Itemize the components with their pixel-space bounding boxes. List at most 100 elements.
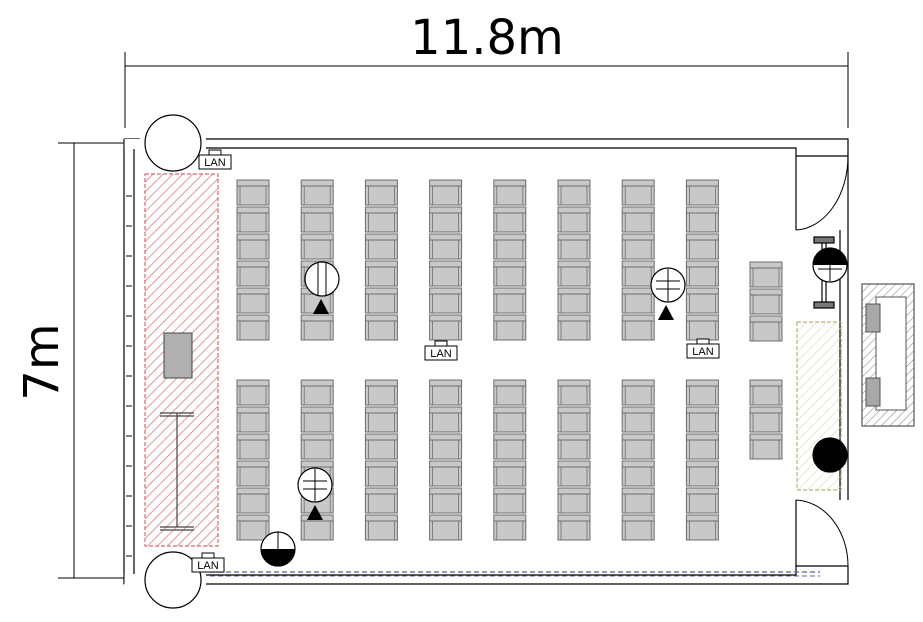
seat [236, 314, 270, 341]
depth-dimension: 7m [14, 142, 125, 579]
seat [364, 206, 398, 233]
door-bottom [795, 499, 849, 567]
seat [685, 379, 719, 406]
seat [236, 379, 270, 406]
seat [429, 314, 463, 341]
room-walls [123, 138, 849, 585]
seat [236, 287, 270, 314]
stage-area [144, 173, 219, 547]
seat [621, 314, 655, 341]
seat [685, 406, 719, 433]
seat [493, 206, 527, 233]
seat [621, 287, 655, 314]
seat [429, 233, 463, 260]
seat [493, 460, 527, 487]
speaker-symbol [304, 261, 340, 297]
depth-label: 7m [14, 323, 70, 400]
speaker-symbol [650, 267, 686, 303]
lectern [163, 332, 193, 379]
seat [557, 206, 591, 233]
lan-outlet: LAN [191, 552, 225, 573]
seat [685, 433, 719, 460]
seat [749, 433, 783, 460]
screen-stand [160, 412, 194, 531]
seat [493, 287, 527, 314]
seat [300, 179, 334, 206]
seat [493, 179, 527, 206]
seat [749, 261, 783, 288]
seat [685, 514, 719, 541]
lan-outlets: LAN LAN LAN LAN [191, 149, 720, 573]
seat [236, 233, 270, 260]
seat [493, 514, 527, 541]
width-label: 11.8m [410, 10, 564, 66]
seat [364, 233, 398, 260]
seat [685, 233, 719, 260]
seat [621, 206, 655, 233]
seat [685, 314, 719, 341]
seat [685, 260, 719, 287]
seat [364, 406, 398, 433]
seat [300, 406, 334, 433]
seat [557, 179, 591, 206]
seat [493, 260, 527, 287]
seat [429, 487, 463, 514]
seat [621, 179, 655, 206]
seat [557, 433, 591, 460]
seat [300, 314, 334, 341]
seat [429, 514, 463, 541]
seat [557, 487, 591, 514]
seat [749, 379, 783, 406]
seat [621, 260, 655, 287]
speaker-symbol [297, 467, 333, 503]
seat [557, 287, 591, 314]
seat [236, 260, 270, 287]
seat [557, 514, 591, 541]
seat [749, 406, 783, 433]
projector-marker [658, 305, 674, 320]
door-top [795, 155, 849, 231]
seat [621, 460, 655, 487]
seat [236, 514, 270, 541]
seat [429, 179, 463, 206]
seat [364, 379, 398, 406]
seat [621, 406, 655, 433]
seat [557, 233, 591, 260]
seat [557, 379, 591, 406]
seat [300, 233, 334, 260]
lan-label: LAN [204, 157, 225, 169]
lan-outlet: LAN [198, 149, 232, 170]
seat [557, 314, 591, 341]
lan-label: LAN [692, 346, 713, 358]
seat [493, 233, 527, 260]
seat [493, 433, 527, 460]
seat [685, 460, 719, 487]
corner-column-top [144, 114, 202, 172]
seating-area [236, 179, 783, 541]
seat [685, 179, 719, 206]
seat [749, 315, 783, 342]
seat [557, 406, 591, 433]
seat [236, 460, 270, 487]
projector-marker [307, 505, 323, 520]
seat [429, 406, 463, 433]
seat [236, 179, 270, 206]
seat [685, 206, 719, 233]
seat [493, 487, 527, 514]
lan-label: LAN [430, 348, 451, 360]
seat [364, 460, 398, 487]
speaker-symbol [260, 531, 296, 567]
seat [364, 514, 398, 541]
seat [236, 406, 270, 433]
seat [685, 487, 719, 514]
seat [429, 260, 463, 287]
seat [429, 460, 463, 487]
seat [364, 487, 398, 514]
seat [621, 514, 655, 541]
seat [236, 487, 270, 514]
seat [429, 433, 463, 460]
seat [429, 206, 463, 233]
width-dimension: 11.8m [124, 10, 849, 128]
seat [749, 288, 783, 315]
seat [685, 287, 719, 314]
